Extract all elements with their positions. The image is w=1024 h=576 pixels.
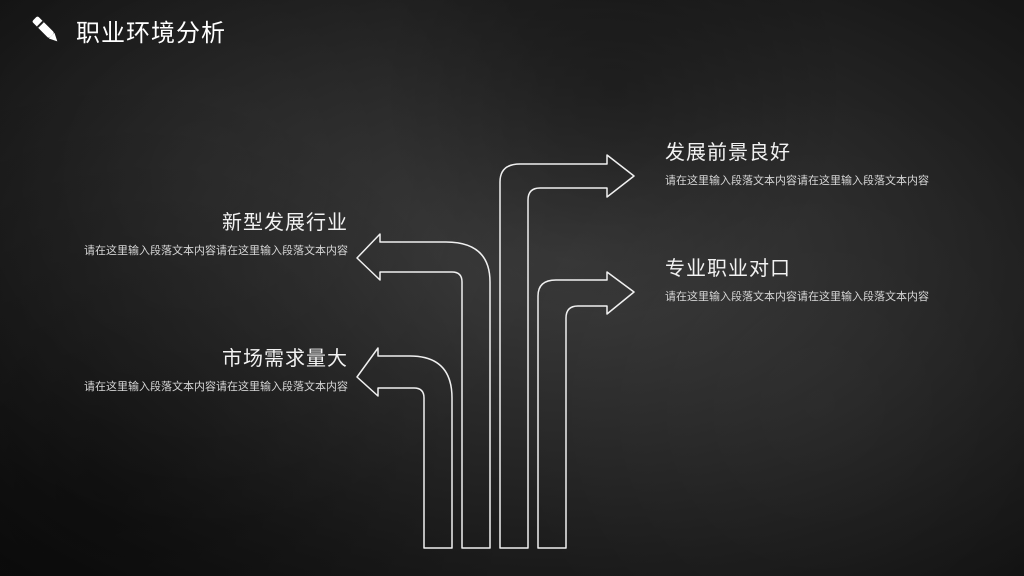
item-good-prospects: 发展前景良好 请在这里输入段落文本内容请在这里输入段落文本内容	[665, 136, 945, 189]
item-desc: 请在这里输入段落文本内容请在这里输入段落文本内容	[84, 244, 348, 257]
item-major-match: 专业职业对口 请在这里输入段落文本内容请在这里输入段落文本内容	[665, 252, 945, 305]
arrow-right-upper	[499, 154, 635, 549]
item-new-industry: 新型发展行业 请在这里输入段落文本内容请在这里输入段落文本内容	[78, 206, 348, 259]
item-desc: 请在这里输入段落文本内容请在这里输入段落文本内容	[84, 380, 348, 393]
page-title: 职业环境分析	[76, 18, 226, 47]
pen-icon	[32, 16, 58, 42]
item-title: 发展前景良好	[665, 140, 791, 164]
item-desc: 请在这里输入段落文本内容请在这里输入段落文本内容	[665, 174, 929, 187]
arrow-right-lower	[537, 271, 635, 549]
header: 职业环境分析	[28, 12, 226, 48]
item-market-demand: 市场需求量大 请在这里输入段落文本内容请在这里输入段落文本内容	[78, 342, 348, 395]
item-title: 专业职业对口	[665, 256, 791, 280]
arrow-left-upper	[356, 233, 491, 549]
item-title: 市场需求量大	[222, 346, 348, 370]
item-title: 新型发展行业	[222, 210, 348, 234]
item-desc: 请在这里输入段落文本内容请在这里输入段落文本内容	[665, 290, 929, 303]
arrow-left-lower	[356, 347, 453, 549]
